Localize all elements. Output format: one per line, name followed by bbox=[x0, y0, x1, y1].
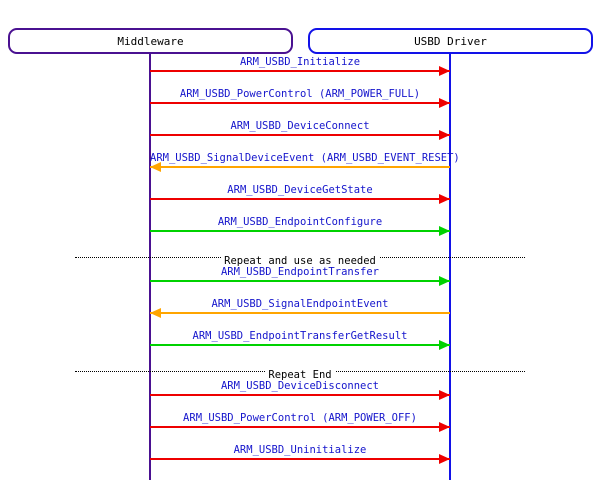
message-label: ARM_USBD_EndpointTransferGetResult bbox=[192, 330, 408, 342]
arrowhead-right-icon bbox=[439, 130, 450, 140]
arrowhead-right-icon bbox=[439, 98, 450, 108]
message-row: ARM_USBD_Uninitialize bbox=[150, 442, 450, 464]
message-row: ARM_USBD_Initialize bbox=[150, 54, 450, 76]
message-arrow-line bbox=[150, 308, 450, 318]
arrowhead-left-icon bbox=[150, 162, 161, 172]
arrowhead-right-icon bbox=[439, 454, 450, 464]
message-arrow-line bbox=[150, 162, 450, 172]
message-row: ARM_USBD_EndpointTransferGetResult bbox=[150, 328, 450, 350]
message-row: ARM_USBD_EndpointConfigure bbox=[150, 214, 450, 236]
message-row: ARM_USBD_SignalEndpointEvent bbox=[150, 296, 450, 318]
message-arrow-line bbox=[150, 130, 450, 140]
actor-label-usbd-driver: USBD Driver bbox=[414, 34, 487, 48]
divider-label: Repeat End bbox=[265, 369, 335, 381]
message-row: ARM_USBD_EndpointTransfer bbox=[150, 264, 450, 286]
arrowhead-right-icon bbox=[439, 390, 450, 400]
message-row: ARM_USBD_PowerControl (ARM_POWER_OFF) bbox=[150, 410, 450, 432]
message-arrow-line bbox=[150, 454, 450, 464]
arrowhead-right-icon bbox=[439, 226, 450, 236]
message-label: ARM_USBD_Initialize bbox=[239, 56, 361, 68]
arrowhead-right-icon bbox=[439, 276, 450, 286]
message-arrow-line bbox=[150, 98, 450, 108]
arrowhead-right-icon bbox=[439, 340, 450, 350]
message-row: ARM_USBD_DeviceDisconnect bbox=[150, 378, 450, 400]
actor-box-middleware: Middleware bbox=[8, 28, 293, 54]
message-label: ARM_USBD_DeviceConnect bbox=[230, 120, 370, 132]
message-label: ARM_USBD_DeviceDisconnect bbox=[220, 380, 380, 392]
message-row: ARM_USBD_PowerControl (ARM_POWER_FULL) bbox=[150, 86, 450, 108]
actor-label-middleware: Middleware bbox=[117, 34, 184, 48]
message-arrow-line bbox=[150, 390, 450, 400]
arrowhead-right-icon bbox=[439, 194, 450, 204]
message-label: ARM_USBD_PowerControl (ARM_POWER_FULL) bbox=[179, 88, 421, 100]
message-label: ARM_USBD_PowerControl (ARM_POWER_OFF) bbox=[183, 412, 417, 424]
message-label: ARM_USBD_Uninitialize bbox=[233, 444, 367, 456]
actor-box-usbd-driver: USBD Driver bbox=[308, 28, 593, 54]
lifeline-usbd-driver bbox=[449, 50, 451, 480]
divider-row: Repeat End bbox=[75, 363, 525, 381]
message-label: ARM_USBD_SignalEndpointEvent bbox=[211, 298, 389, 310]
arrowhead-right-icon bbox=[439, 66, 450, 76]
message-label: ARM_USBD_DeviceGetState bbox=[227, 184, 373, 196]
arrowhead-left-icon bbox=[150, 308, 161, 318]
lifeline-middleware bbox=[149, 50, 151, 480]
message-arrow-line bbox=[150, 340, 450, 350]
message-label: ARM_USBD_SignalDeviceEvent (ARM_USBD_EVE… bbox=[150, 152, 460, 164]
divider-label: Repeat and use as needed bbox=[221, 255, 379, 267]
message-arrow-line bbox=[150, 66, 450, 76]
message-arrow-line bbox=[150, 194, 450, 204]
message-row: ARM_USBD_DeviceGetState bbox=[150, 182, 450, 204]
divider-row: Repeat and use as needed bbox=[75, 249, 525, 267]
message-label: ARM_USBD_EndpointConfigure bbox=[217, 216, 383, 228]
message-row: ARM_USBD_SignalDeviceEvent (ARM_USBD_EVE… bbox=[150, 150, 460, 172]
message-arrow-line bbox=[150, 422, 450, 432]
message-arrow-line bbox=[150, 276, 450, 286]
message-row: ARM_USBD_DeviceConnect bbox=[150, 118, 450, 140]
message-label: ARM_USBD_EndpointTransfer bbox=[220, 266, 380, 278]
message-arrow-line bbox=[150, 226, 450, 236]
arrowhead-right-icon bbox=[439, 422, 450, 432]
